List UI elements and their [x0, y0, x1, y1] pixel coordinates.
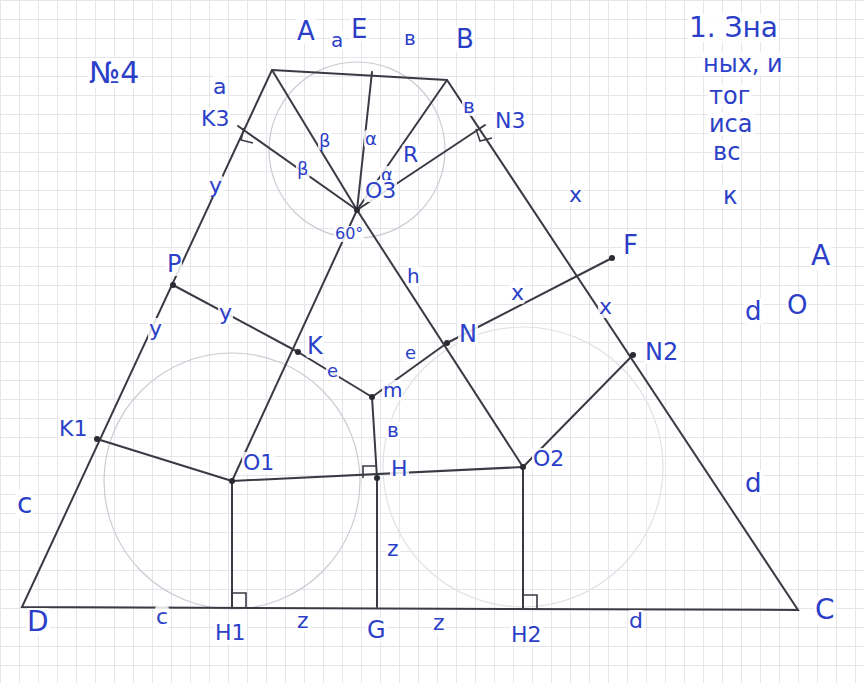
point-label: A [296, 18, 316, 44]
point-label: 60° [334, 226, 364, 242]
point-label: c [16, 490, 33, 518]
point-label: z [432, 612, 446, 634]
point-label: к [722, 184, 739, 208]
point-label: А [810, 242, 831, 270]
point-label: в [403, 28, 417, 48]
right-angle-marks [232, 128, 537, 609]
point-label: h [406, 266, 421, 286]
point-label: m [382, 380, 403, 400]
point-label: B [455, 26, 475, 52]
point-label: H [390, 458, 409, 480]
point-label: d [628, 610, 644, 632]
point-label: вс [712, 140, 741, 164]
point-label: x [598, 296, 613, 318]
point-label: e [404, 344, 417, 362]
point-label: F [622, 232, 639, 258]
point-label: K [306, 334, 324, 358]
point-label: ных, и [702, 52, 784, 76]
point-label: H2 [510, 624, 543, 646]
point-label: z [386, 538, 400, 560]
point-label: G [366, 618, 387, 642]
point-label: в [386, 420, 400, 440]
point-label: О [786, 292, 808, 318]
point-label: C [814, 596, 836, 624]
points [94, 207, 636, 484]
point-label: c [155, 606, 169, 628]
point-label: e [326, 362, 339, 380]
point-label: K3 [200, 108, 230, 130]
point-label: №4 [88, 58, 140, 88]
point-label: y [208, 175, 223, 197]
point-label: β [318, 132, 332, 150]
point-label: O1 [242, 452, 275, 474]
point-label: β [296, 160, 310, 178]
point-label: P [166, 252, 182, 276]
point-label: O2 [532, 448, 565, 470]
point-label: R [402, 144, 419, 166]
point-label: H1 [214, 622, 247, 644]
point-label: иса [708, 112, 754, 136]
point-label: a [330, 30, 344, 50]
point-label: 1. Зна [688, 14, 779, 42]
point-label: y [218, 302, 233, 324]
point-label: N2 [644, 340, 679, 364]
construction-circles [104, 62, 663, 609]
point-label: x [568, 184, 583, 206]
point-label: d [744, 298, 763, 324]
point-label: y [148, 318, 163, 340]
point-label: N3 [494, 110, 526, 132]
point-label: α [364, 130, 378, 148]
point-label: E [350, 16, 368, 42]
point-label: O3 [364, 180, 397, 202]
point-label: D [26, 608, 50, 636]
point-label: K1 [58, 418, 88, 440]
figure-lines [22, 70, 798, 610]
point-label: N [458, 322, 478, 346]
point-label: тог [708, 84, 751, 108]
point-label: x [510, 282, 525, 304]
point-label: a [212, 76, 227, 98]
point-label: z [296, 610, 310, 632]
point-label: в [462, 96, 476, 116]
point-label: d [744, 470, 763, 496]
